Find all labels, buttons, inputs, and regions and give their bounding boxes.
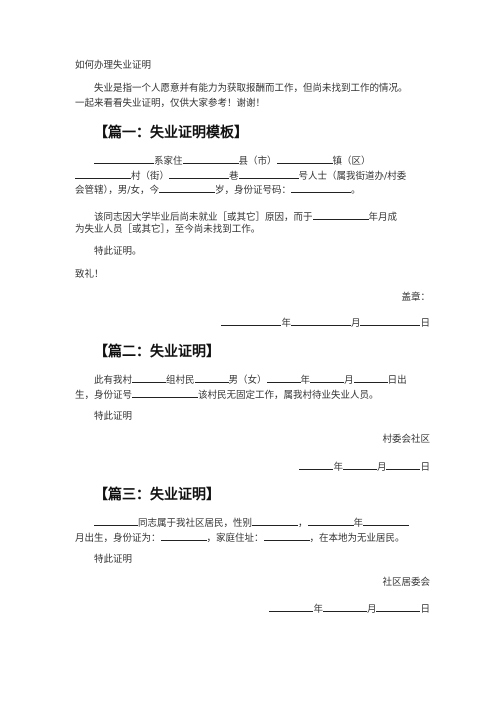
text: 会管辖），男/女，今 — [75, 185, 159, 196]
text: 生，身份证号 — [75, 390, 133, 401]
text: 系家住 — [154, 156, 183, 167]
doc-title: 如何办理失业证明 — [75, 60, 152, 71]
section1-p1-line2: 村（街） 巷 号人士（属我街道办/村委 — [75, 168, 406, 183]
text: 日 — [420, 604, 430, 615]
blank-field — [160, 530, 207, 541]
text: 县（市） — [238, 156, 277, 167]
blank-field — [94, 515, 138, 526]
blank-field — [276, 153, 333, 164]
section3-date: 年月日 — [269, 601, 430, 616]
text: 该同志因大学毕业后尚未就业［或其它］原因，而于 — [94, 212, 313, 223]
text: 号人士（属我街道办/村委 — [298, 171, 407, 182]
section1-certify: 特此证明。 — [94, 246, 142, 257]
section1-date: 年月日 — [221, 315, 430, 330]
blank-field — [182, 153, 239, 164]
section2-p1-line1: 此有我村 组村民 男（女） 年 月 日出 — [94, 372, 407, 387]
blank-field — [322, 601, 367, 612]
text: ，在本地为无业居民。 — [309, 533, 405, 544]
blank-field — [238, 168, 299, 179]
blank-field — [269, 601, 314, 612]
blank-field — [353, 372, 388, 383]
blank-field — [290, 315, 351, 326]
text: 年 — [313, 604, 323, 615]
text: ，家庭住址： — [206, 533, 264, 544]
section3-certify: 特此证明 — [94, 554, 133, 565]
blank-field — [94, 153, 154, 164]
text: 此有我村 — [94, 375, 133, 386]
text: 男（女） — [228, 375, 267, 386]
text: 年 — [333, 462, 343, 473]
text: 年 — [353, 518, 364, 529]
text: 月 — [350, 318, 361, 329]
text: 月 — [366, 604, 377, 615]
blank-field — [312, 209, 369, 220]
text: 组村民 — [166, 375, 195, 386]
section2-p1-line2: 生，身份证号 该村民无固定工作，属我村待业失业人员。 — [75, 387, 379, 402]
section3-issuer: 社区居委会 — [382, 577, 430, 588]
text: 年 — [300, 375, 311, 386]
blank-field — [363, 515, 410, 526]
text: 岁，身份证号码： — [214, 185, 291, 196]
text: 年 — [281, 318, 291, 329]
intro-line-2: 一起来看看失业证明，仅供大家参考！谢谢！ — [75, 98, 266, 109]
blank-field — [360, 315, 421, 326]
section2-heading: 【篇二：失业证明】 — [94, 344, 220, 360]
blank-field — [307, 515, 354, 526]
section1-p1-line3: 会管辖），男/女，今 岁，身份证号码： 。 — [75, 182, 360, 197]
text: 日 — [420, 318, 430, 329]
blank-field — [194, 372, 229, 383]
text: 日 — [420, 462, 430, 473]
blank-field — [342, 459, 377, 470]
blank-field — [221, 315, 282, 326]
blank-field — [169, 168, 230, 179]
blank-field — [132, 387, 199, 398]
section3-p1-line2: 月出生，身份证为： ，家庭住址： ，在本地为无业居民。 — [75, 530, 405, 545]
blank-field — [252, 515, 299, 526]
section1-p1-line1: 系家住 县（市） 镇（区） — [94, 153, 371, 168]
section1-stamp: 盖章： — [401, 292, 430, 303]
section2-certify: 特此证明 — [94, 411, 133, 422]
section1-salute: 致礼！ — [75, 269, 104, 280]
blank-field — [158, 182, 215, 193]
section1-p2-line1: 该同志因大学毕业后尚未就业［或其它］原因，而于 年月成 — [94, 209, 397, 224]
text: 月 — [344, 375, 354, 386]
blank-field — [386, 459, 421, 470]
blank-field — [132, 372, 167, 383]
section1-p2-line2: 为失业人员［或其它］，至今尚未找到工作。 — [75, 224, 261, 235]
text: 月出生，身份证为： — [75, 533, 161, 544]
text: 该村民无固定工作，属我村待业失业人员。 — [198, 390, 379, 401]
blank-field — [310, 372, 345, 383]
section2-date: 年月日 — [299, 459, 430, 474]
text: 月 — [376, 462, 387, 473]
blank-field — [266, 372, 301, 383]
blank-field — [299, 459, 334, 470]
intro-line-1: 失业是指一个人愿意并有能力为获取报酬而工作，但尚未找到工作的情况。 — [94, 83, 408, 94]
section1-heading: 【篇一：失业证明模板】 — [94, 125, 248, 141]
text: 日出 — [387, 375, 407, 386]
text: 年月成 — [368, 212, 398, 223]
text: 。 — [350, 185, 361, 196]
blank-field — [376, 601, 421, 612]
blank-field — [263, 530, 310, 541]
text: 同志属于我社区居民，性别 — [138, 518, 253, 529]
section3-p1-line1: 同志属于我社区居民，性别 ， 年 — [94, 515, 410, 530]
text: 巷 — [229, 171, 239, 182]
text: 村（街） — [131, 171, 170, 182]
text: ， — [298, 518, 308, 529]
section3-heading: 【篇三：失业证明】 — [94, 487, 220, 503]
blank-field — [75, 168, 131, 179]
section2-issuer: 村委会社区 — [382, 434, 430, 445]
text: 镇（区） — [332, 156, 371, 167]
blank-field — [290, 182, 351, 193]
